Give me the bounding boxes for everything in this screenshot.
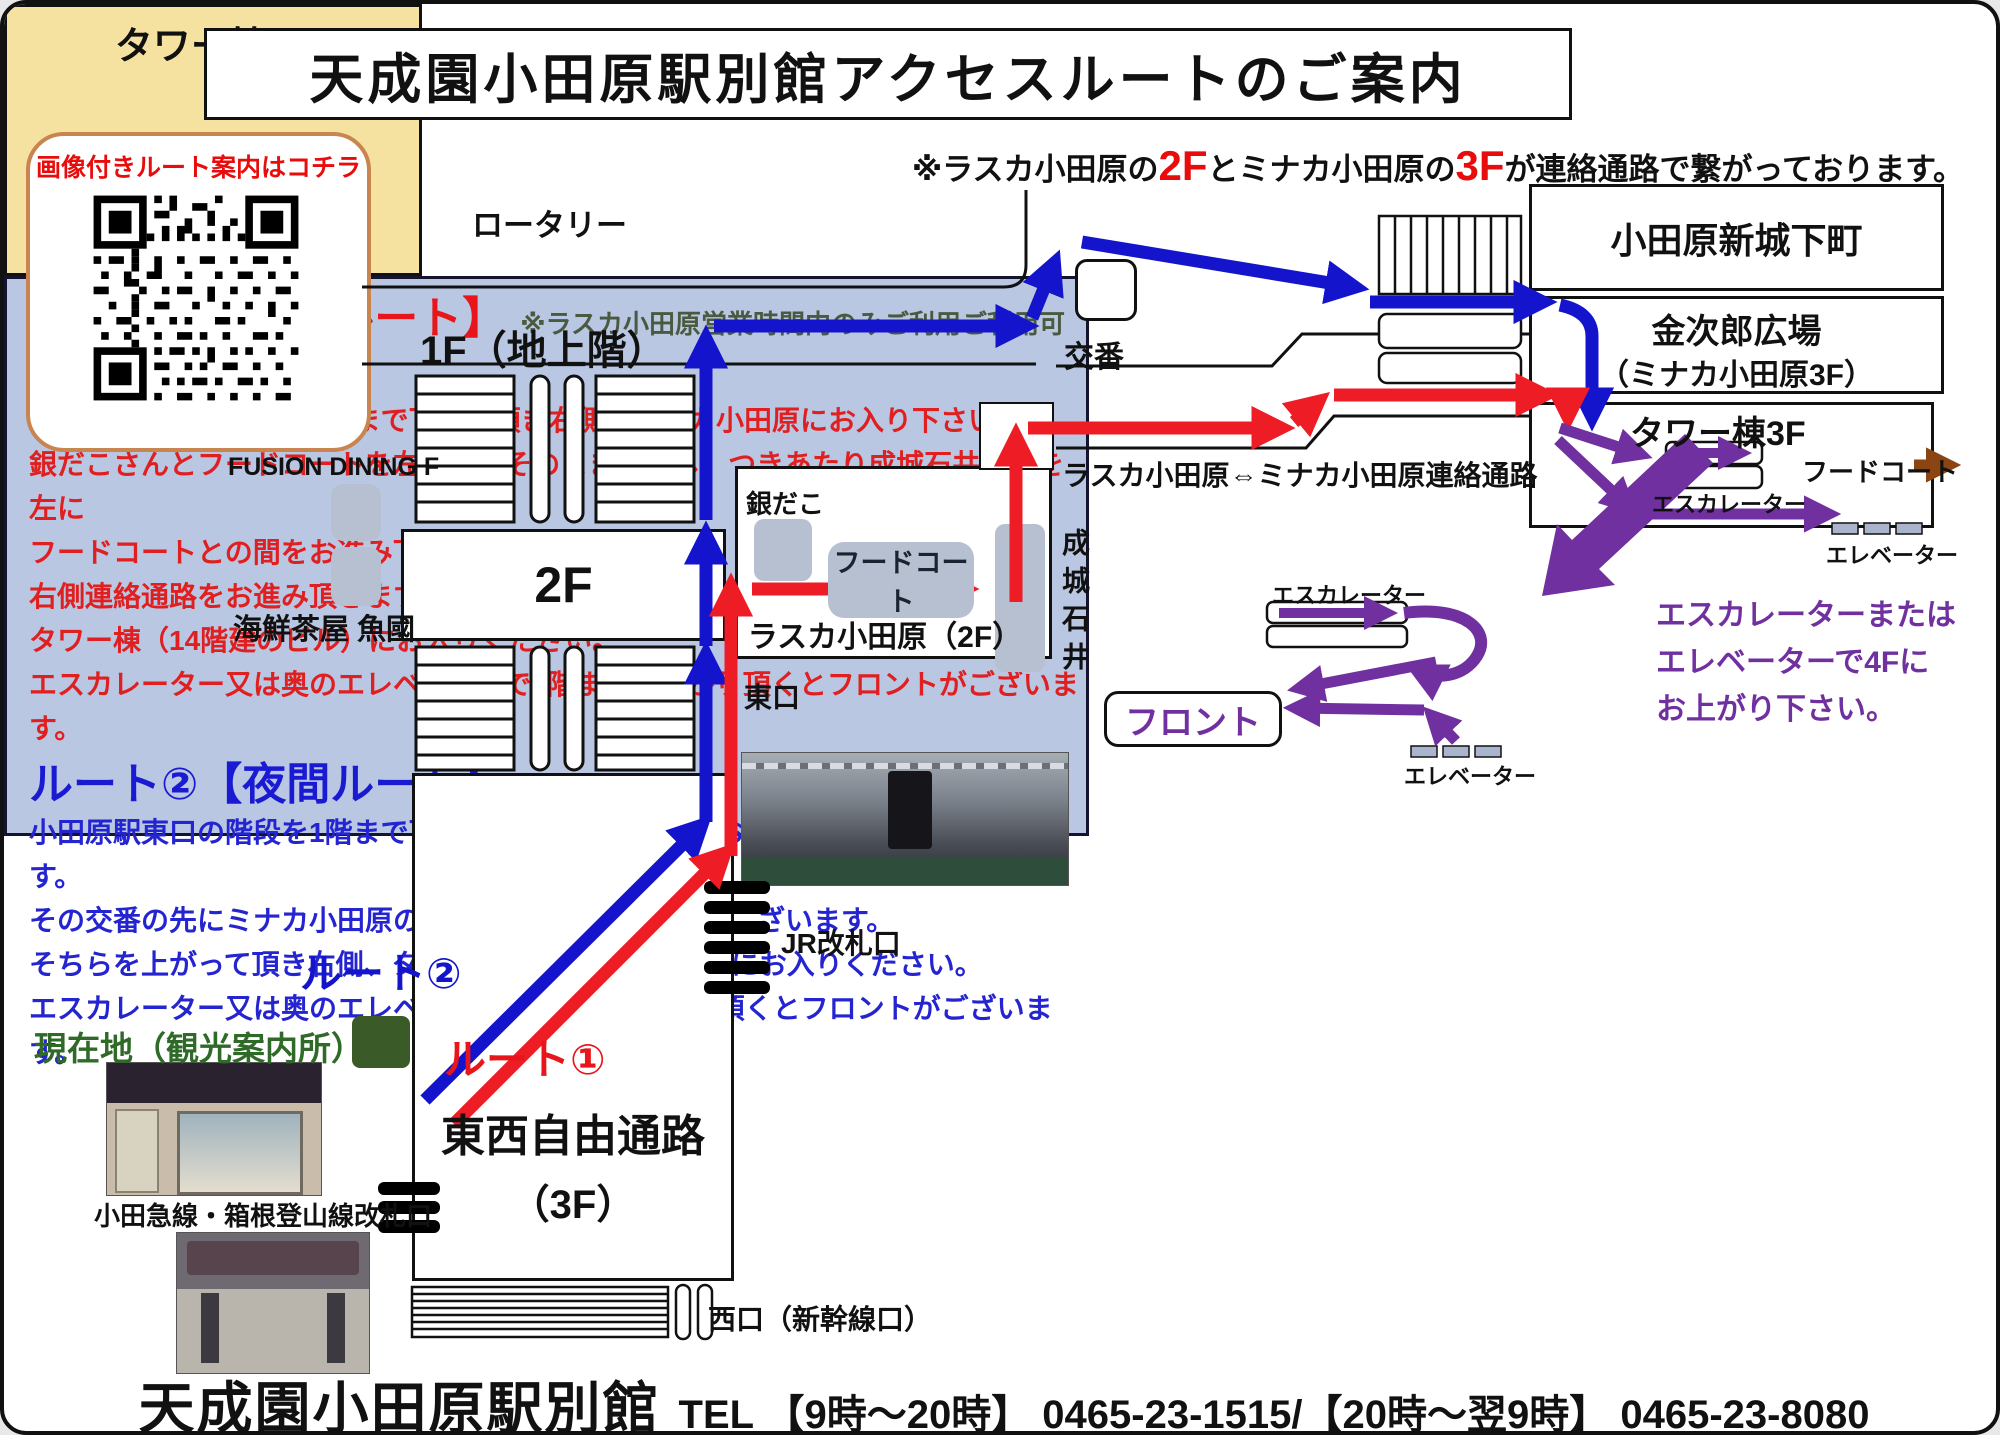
genzaichi-label: 現在地（観光案内所） xyxy=(34,1030,364,1067)
tower3f-elevator-label: エレベーター xyxy=(1826,543,1959,568)
page-title: 天成園小田原駅別館アクセスルートのご案内 xyxy=(309,49,1467,110)
koban-box xyxy=(1075,259,1137,321)
free-passage-label-1: 東西自由通路 xyxy=(441,1112,705,1161)
corridor-lower-line xyxy=(1056,414,1529,450)
purple-note-line2: エレベーターで4Fに xyxy=(1656,646,1930,679)
tower3f-label: タワー棟3F xyxy=(1630,415,1806,453)
qr-code xyxy=(86,188,306,408)
tower3f-foodcourt-label: フードコート xyxy=(1802,457,1959,487)
minaka-escalator-stairs xyxy=(1377,214,1523,385)
front-desk-label: フロント xyxy=(1125,703,1261,742)
corridor-label: ラスカ小田原⇔ミナカ小田原連絡通路 xyxy=(1062,460,1538,491)
free-passage-label-2: （3F） xyxy=(509,1183,637,1227)
west-exit-stairs xyxy=(410,1283,714,1341)
foodcourt-shape: フードコート xyxy=(828,542,974,618)
tower4f-elevator-label: エレベーター xyxy=(1404,764,1537,789)
lasca-exit-vestibule xyxy=(979,402,1054,470)
station-2f-label: 2F xyxy=(534,557,593,613)
photo-signboard xyxy=(107,1063,321,1103)
jr-gate-label: JR改札口 xyxy=(781,928,901,959)
kinjiro-label-2: （ミナカ小田原3F） xyxy=(1598,359,1874,392)
route1-line: エスカレーター又は奥のエレベーターで4階までお上がり頂くとフロントがございます。 xyxy=(29,668,1079,744)
photo-info-office xyxy=(106,1062,322,1196)
purple-note-line3: お上がり下さい。 xyxy=(1656,693,1896,726)
photo-storefront xyxy=(177,1111,303,1195)
photo-platform-sign xyxy=(187,1241,359,1275)
uokuni-label: 海鮮茶屋 魚國 xyxy=(233,614,416,646)
kinjiro-label-1: 金次郎広場 xyxy=(1651,313,1822,351)
photo-pillar-1 xyxy=(201,1293,219,1363)
gindaco-shape xyxy=(754,519,812,581)
gindaco-label: 銀だこ xyxy=(746,489,825,519)
odakyu-gate-label: 小田急線・箱根登山線改札口 xyxy=(94,1201,433,1231)
footer: 天成園小田原駅別館 TEL 【9時～20時】 0465-23-1515/【20時… xyxy=(4,1364,1996,1435)
nishiguchi-label: 西口（新幹線口） xyxy=(708,1304,933,1335)
phone-numbers: TEL 【9時～20時】 0465-23-1515/【20時～翌9時】 0465… xyxy=(678,1393,1870,1435)
facility-name: 天成園小田原駅別館 xyxy=(138,1377,661,1435)
tower4f-elevator-cells xyxy=(1410,745,1502,758)
top-note: ※ラスカ小田原の2Fとミナカ小田原の3Fが連絡通路で繋がっております。 xyxy=(912,142,1964,189)
tower3f-escalator-label: エスカレーター xyxy=(1652,492,1807,517)
photo-station-hall xyxy=(741,752,1069,886)
photo-platform xyxy=(176,1232,370,1374)
photo-train-detail xyxy=(742,857,1068,885)
front-desk-box: フロント xyxy=(1104,691,1282,747)
photo-banner-detail xyxy=(888,771,932,849)
route1-label: ルート① xyxy=(444,1036,606,1083)
corridor-upper-line xyxy=(1056,332,1529,368)
station-2f-box xyxy=(401,529,726,641)
shinjokamachi-box xyxy=(1529,184,1944,291)
uokuni-shape xyxy=(331,547,381,606)
fusion-dining-label: FUSION DINING F xyxy=(228,453,440,481)
purple-note: エスカレーターまたは エレベーターで4Fに お上がり下さい。 xyxy=(1656,592,1956,733)
floor1-label: 1F（地上階） xyxy=(420,329,667,373)
shinjokamachi-label: 小田原新城下町 xyxy=(1610,219,1863,261)
koban-label: 交番 xyxy=(1064,341,1124,374)
genzaichi-marker xyxy=(352,1016,410,1068)
photo-roof-detail xyxy=(742,763,1068,769)
lasca-label: ラスカ小田原（2F） xyxy=(747,621,1023,654)
qr-panel: 画像付きルート案内はコチラ↓ xyxy=(26,132,371,452)
title-box: 天成園小田原駅別館アクセスルートのご案内 xyxy=(204,28,1572,120)
fusion-dining-shape-1 xyxy=(331,484,381,541)
route2-label: ルート② xyxy=(300,950,462,997)
seijo-ishii-label: 成城石井 xyxy=(1059,528,1090,680)
tower4f-escalator-label: エスカレーター xyxy=(1272,583,1427,608)
photo-pillar-2 xyxy=(327,1293,345,1363)
higashiguchi-label: 東口 xyxy=(744,682,801,713)
rotary-label: ロータリー xyxy=(472,208,627,243)
photo-poster xyxy=(115,1109,159,1193)
purple-note-line1: エスカレーターまたは xyxy=(1656,599,1956,632)
